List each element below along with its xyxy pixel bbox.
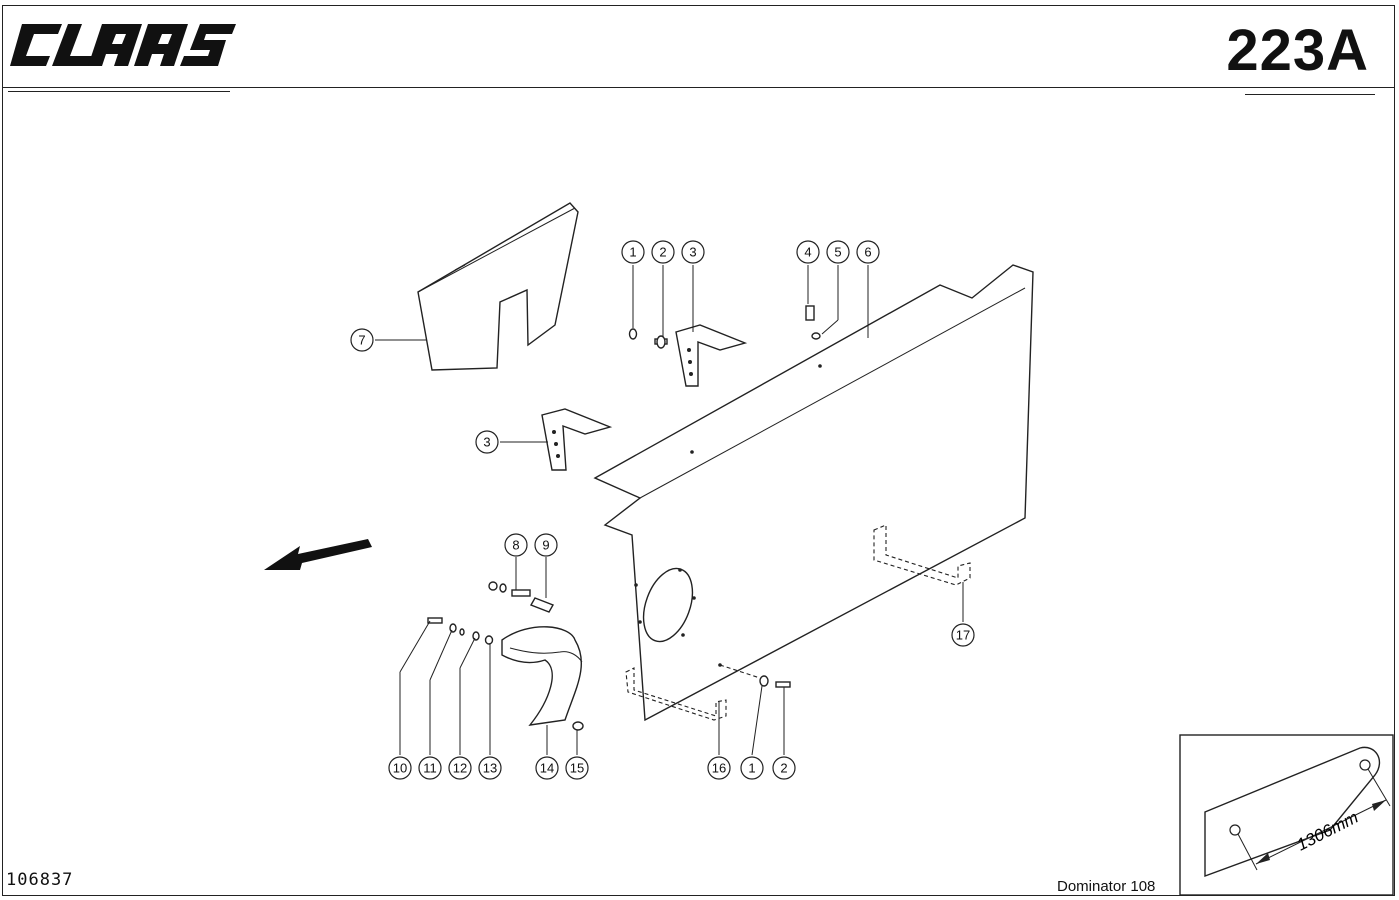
svg-text:16: 16 [712, 761, 726, 776]
callout-8: 8 [504, 533, 528, 557]
callout-3-lower: 3 [475, 430, 499, 454]
claas-logo [10, 24, 236, 66]
svg-text:6: 6 [864, 245, 871, 260]
svg-text:2: 2 [780, 761, 787, 776]
hardware-10-13 [427, 617, 494, 645]
callout-1-bottom: 1 [740, 756, 764, 780]
header-divider [2, 87, 1395, 88]
page-number-underline [1245, 94, 1375, 95]
svg-text:10: 10 [393, 761, 407, 776]
callout-3-top: 3 [681, 240, 705, 264]
leader-lines [375, 265, 964, 756]
callout-2-top: 2 [651, 240, 675, 264]
svg-text:3: 3 [689, 245, 696, 260]
hardware-top [628, 305, 821, 349]
svg-text:1: 1 [748, 761, 755, 776]
part-14-strap [501, 626, 584, 731]
callout-2-bottom: 2 [772, 756, 796, 780]
callout-16: 16 [707, 756, 731, 780]
callout-9: 9 [534, 533, 558, 557]
svg-text:2: 2 [659, 245, 666, 260]
hardware-bottom [719, 664, 791, 688]
logo-underline [8, 91, 230, 92]
part-3-bracket-lower [541, 408, 613, 471]
callout-15: 15 [565, 756, 589, 780]
part-16-angle-bracket [625, 667, 727, 721]
svg-text:17: 17 [956, 628, 970, 643]
part-17-bracket [873, 524, 971, 586]
part-7-cover-plate [417, 202, 579, 371]
callout-11: 11 [418, 756, 442, 780]
callout-5: 5 [826, 240, 850, 264]
part-3-bracket-upper [675, 324, 748, 387]
callout-1-top: 1 [621, 240, 645, 264]
callout-12: 12 [448, 756, 472, 780]
callout-6: 6 [856, 240, 880, 264]
direction-arrow [264, 539, 372, 570]
page-number: 223A [1226, 18, 1369, 83]
drawing-frame [2, 5, 1395, 896]
callout-7: 7 [350, 328, 374, 352]
svg-text:12: 12 [453, 761, 467, 776]
svg-text:9: 9 [542, 538, 549, 553]
callout-10: 10 [388, 756, 412, 780]
svg-text:11: 11 [423, 761, 437, 776]
svg-text:3: 3 [483, 435, 490, 450]
model-name: Dominator 108 [1057, 878, 1156, 895]
hardware-8-9 [488, 581, 555, 613]
inset-detail: 1306mm [1179, 734, 1394, 896]
svg-text:15: 15 [570, 761, 584, 776]
svg-text:5: 5 [834, 245, 841, 260]
document-number: 106837 [6, 870, 74, 890]
part-6-side-panel [593, 264, 1034, 722]
svg-text:14: 14 [540, 761, 554, 776]
svg-text:13: 13 [483, 761, 497, 776]
svg-text:1: 1 [629, 245, 636, 260]
callout-14: 14 [535, 756, 559, 780]
svg-text:8: 8 [512, 538, 519, 553]
svg-text:7: 7 [358, 333, 365, 348]
callout-17: 17 [951, 623, 975, 647]
callout-13: 13 [478, 756, 502, 780]
svg-text:4: 4 [804, 245, 811, 260]
callout-4: 4 [796, 240, 820, 264]
